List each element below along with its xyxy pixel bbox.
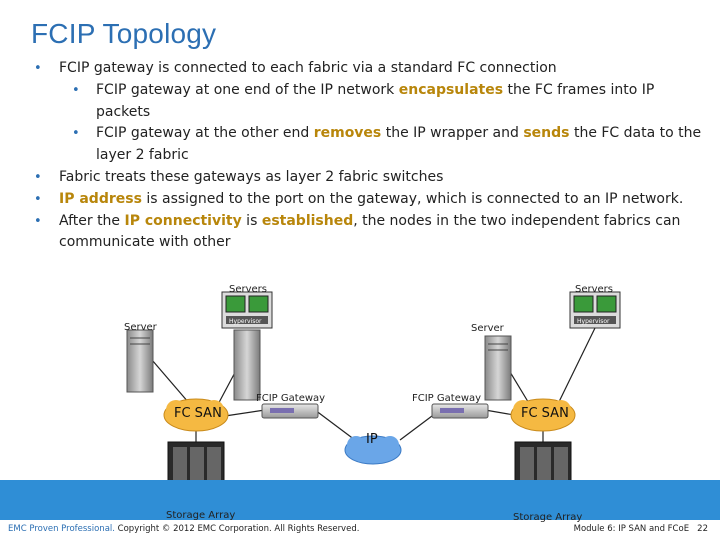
hypervisor-label-right: Hypervisor [577, 318, 610, 325]
bullet-icon: • [34, 213, 42, 229]
fcip-gateway-right [431, 403, 489, 419]
gateway-label-right: FCIP Gateway [412, 393, 482, 404]
ip-cloud [344, 435, 402, 465]
hypervisor-host-left [221, 291, 273, 401]
footer-bottom [0, 520, 720, 540]
servers-label-right: Servers [575, 284, 614, 295]
gateway-label-left: FCIP Gateway [256, 393, 326, 404]
fc-san-cloud-right [510, 398, 576, 432]
bullet-text-mid: the IP wrapper and [381, 125, 524, 142]
bullet-item: • After the IP connectivity is establish… [30, 211, 702, 255]
highlight-text: sends [523, 125, 570, 142]
footer-brand: EMC Proven Professional. [8, 524, 115, 534]
footer-copyright: EMC Proven Professional. Copyright © 201… [8, 524, 359, 534]
highlight-text: established [261, 212, 354, 229]
storage-label-left: Storage Array [166, 510, 236, 521]
sub-bullet-item: • FCIP gateway at the other end removes … [30, 123, 702, 167]
footer-band [0, 480, 720, 520]
fcip-gateway-left [261, 403, 319, 419]
slide-title: FCIP Topology [31, 18, 217, 49]
server-right [484, 335, 512, 401]
bullet-icon: • [34, 61, 42, 76]
bullet-icon: • [34, 191, 42, 207]
bullet-icon: • [34, 169, 42, 185]
bullet-item: • FCIP gateway is connected to each fabr… [30, 58, 702, 80]
bullet-text: FCIP gateway is connected to each fabric… [59, 60, 557, 76]
ip-label: IP [366, 432, 378, 447]
highlight-text: IP address [59, 190, 142, 207]
bullet-text-post: is assigned to the port on the gateway, … [141, 190, 684, 207]
footer-module: Module 6: IP SAN and FCoE 22 [574, 524, 708, 534]
footer: Storage Array Storage Array EMC Proven P… [0, 480, 720, 540]
sub-bullet-item: • FCIP gateway at one end of the IP netw… [30, 80, 702, 124]
bullet-item: • Fabric treats these gateways as layer … [30, 167, 702, 189]
bullet-text-post: , the nodes in the two independent fabri… [59, 212, 681, 251]
fc-san-cloud-left [163, 398, 229, 432]
highlight-text: IP connectivity [124, 212, 242, 229]
storage-label-right: Storage Array [513, 512, 583, 523]
bullet-text-pre: FCIP gateway at one end of the IP networ… [96, 81, 399, 98]
server-label-left: Server [124, 322, 157, 333]
highlight-text: encapsulates [398, 81, 504, 98]
bullet-text: Fabric treats these gateways as layer 2 … [59, 168, 444, 185]
bullet-item: • IP address is assigned to the port on … [30, 189, 702, 211]
bullet-icon: • [72, 126, 80, 142]
server-left [126, 329, 154, 393]
bullet-text-post: the FC frames into IP packets [96, 81, 655, 120]
highlight-text: removes [313, 125, 382, 142]
server-label-right: Server [471, 323, 504, 334]
page-number: 22 [697, 524, 708, 534]
bullet-text-post: the FC data to the layer 2 fabric [96, 125, 702, 164]
bullet-text-pre: FCIP gateway at the other end [96, 125, 314, 142]
hypervisor-label-left: Hypervisor [229, 318, 262, 325]
footer-copyright-text: Copyright © 2012 EMC Corporation. All Ri… [114, 524, 360, 534]
fc-san-label-left: FC SAN [174, 406, 222, 421]
fc-san-label-right: FC SAN [521, 406, 569, 421]
hypervisor-host-right [569, 291, 621, 329]
servers-label-left: Servers [229, 284, 268, 295]
bullet-text-pre: After the [59, 212, 125, 229]
bullet-text-mid: is [241, 212, 262, 229]
bullet-icon: • [72, 82, 80, 98]
bullet-list: • FCIP gateway is connected to each fabr… [30, 58, 702, 254]
footer-module-text: Module 6: IP SAN and FCoE [573, 524, 690, 534]
